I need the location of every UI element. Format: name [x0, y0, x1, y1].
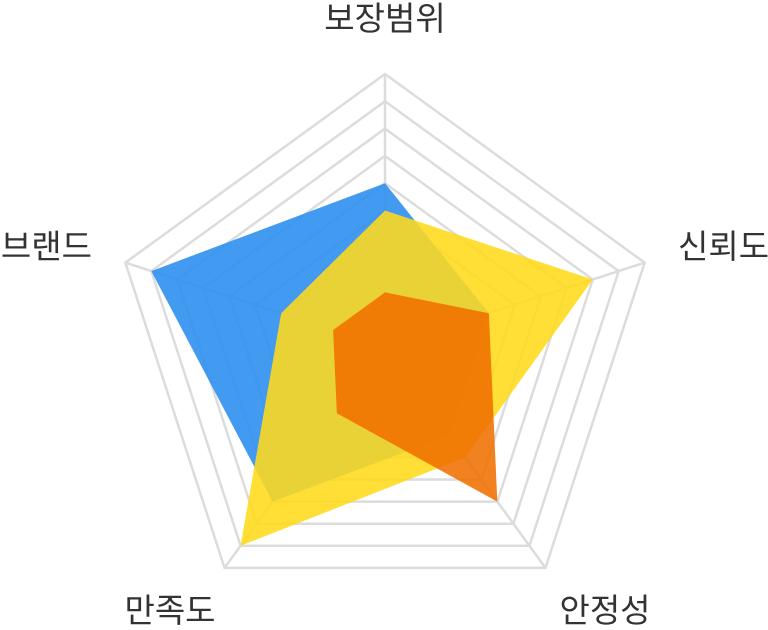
axis-label-coverage: 보장범위 — [324, 0, 445, 38]
radar-series — [151, 183, 593, 546]
grid-ring — [149, 99, 621, 548]
axis-label-brand: 브랜드 — [1, 227, 92, 266]
series-area-3 — [333, 292, 498, 502]
axis-label-reliability: 신뢰도 — [678, 227, 768, 266]
axis-label-satisfaction: 만족도 — [124, 591, 215, 630]
axis-label-stability: 안정성 — [559, 591, 650, 630]
grid-ring — [123, 72, 647, 570]
